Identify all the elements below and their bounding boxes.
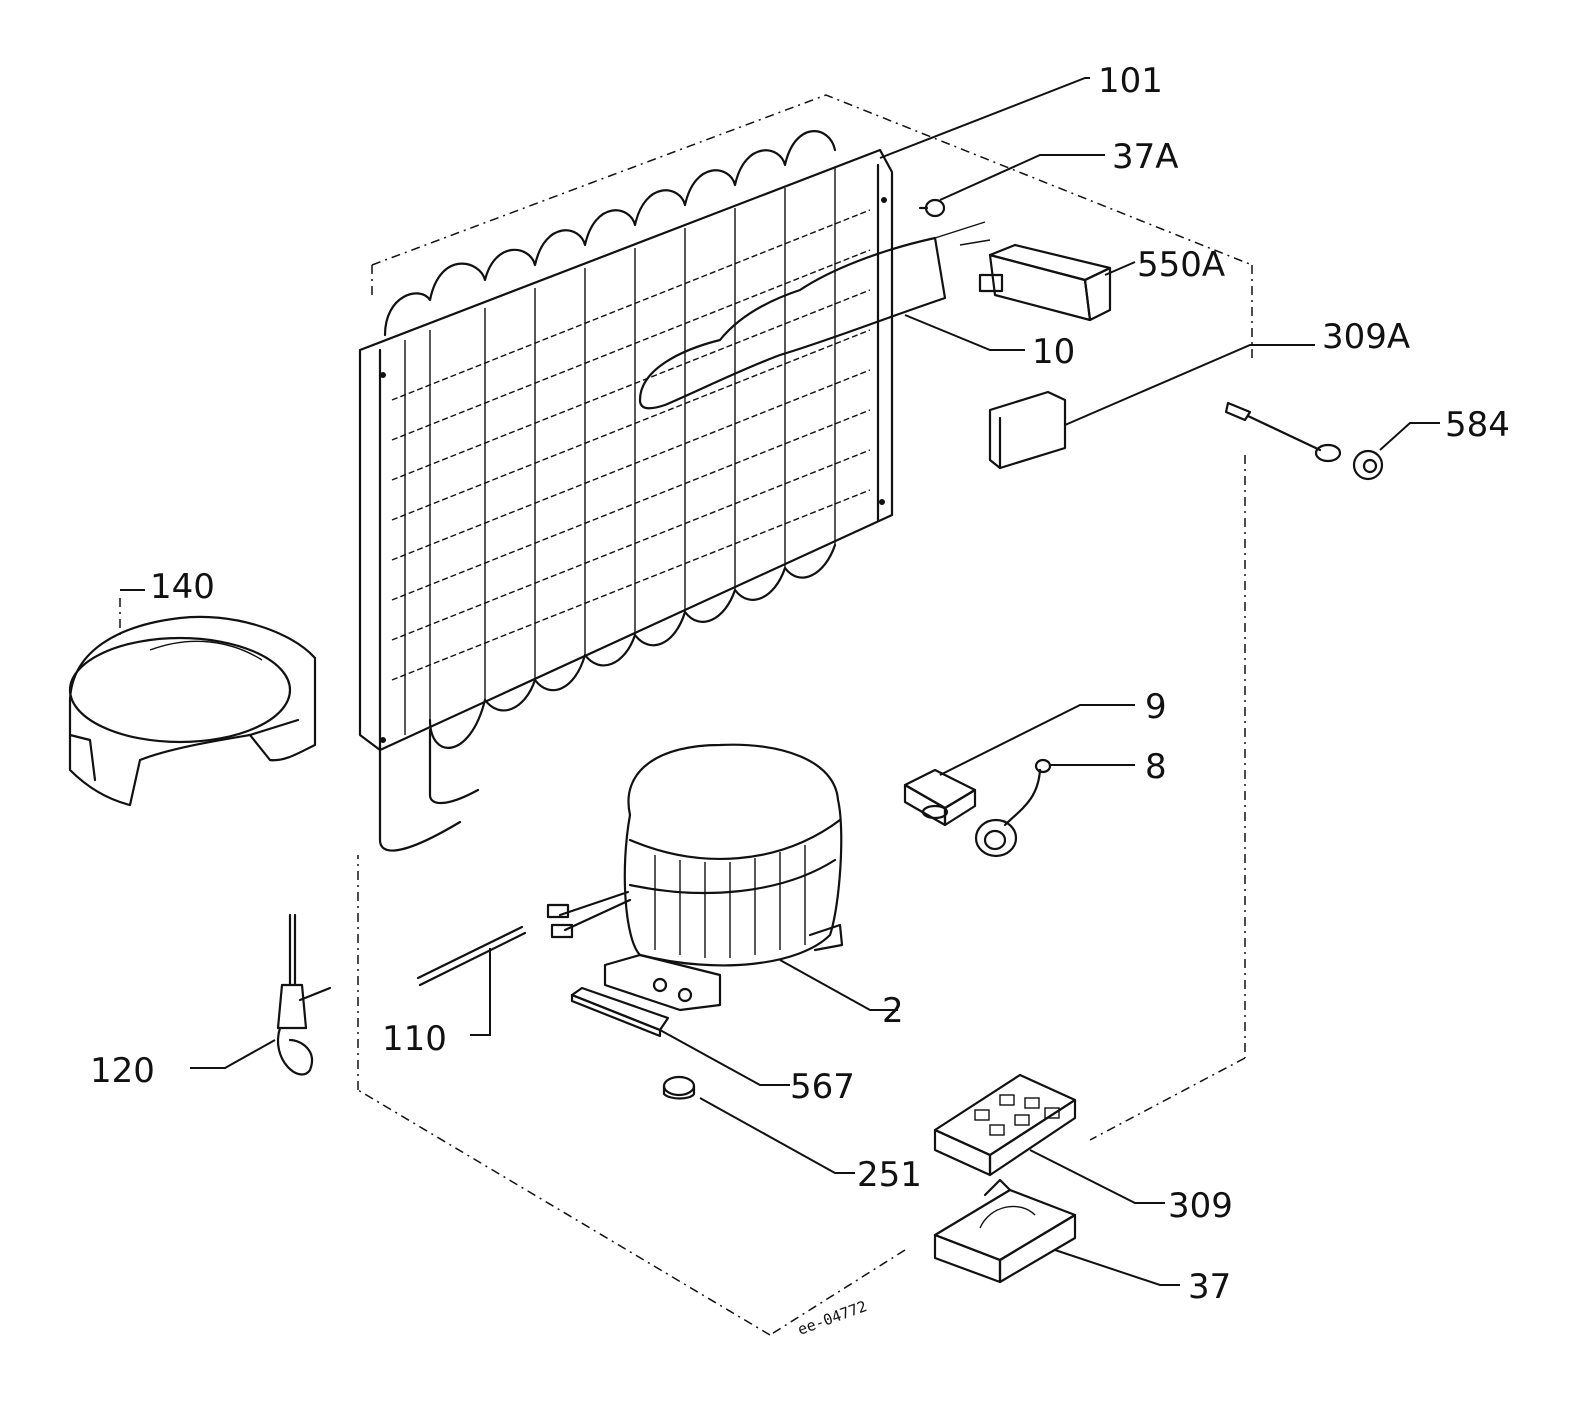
sensor-probe-584 [1224,401,1384,481]
drawing-code: ee-04772 [795,1297,869,1339]
terminal-box-37 [933,1178,1077,1284]
label-584: 584 [1445,405,1510,445]
compressor-2 [546,743,844,1012]
label-110: 110 [382,1019,447,1059]
overload-8 [974,758,1052,858]
drier-pipe [638,221,991,410]
label-550a: 550A [1137,245,1225,285]
label-309: 309 [1168,1186,1233,1226]
part-labels: 101 37A 550A 10 309A 584 140 9 8 2 110 1… [90,61,1510,1339]
condenser [358,130,894,852]
label-2: 2 [882,991,904,1031]
capillary-120 [276,913,332,1076]
drip-tray-140 [68,615,317,807]
label-101: 101 [1098,61,1163,101]
terminal-cover-309 [933,1073,1077,1177]
label-251: 251 [857,1155,922,1195]
leader-lines [119,77,1440,1286]
label-37: 37 [1188,1267,1231,1307]
label-567: 567 [790,1067,855,1107]
relay-9 [903,768,977,827]
mount-plate-567 [570,986,670,1038]
cabinet-outline [357,94,1253,1336]
plate-309a [988,390,1067,470]
lamp-holder-37a [918,198,946,218]
label-8: 8 [1145,747,1167,787]
label-120: 120 [90,1051,155,1091]
label-309a: 309A [1322,317,1410,357]
tube-110 [416,925,527,987]
label-140: 140 [150,567,215,607]
label-10: 10 [1032,332,1075,372]
grommet-251 [662,1075,696,1100]
label-37a: 37A [1112,137,1179,177]
cover-550a [978,243,1112,322]
label-9: 9 [1145,687,1167,727]
